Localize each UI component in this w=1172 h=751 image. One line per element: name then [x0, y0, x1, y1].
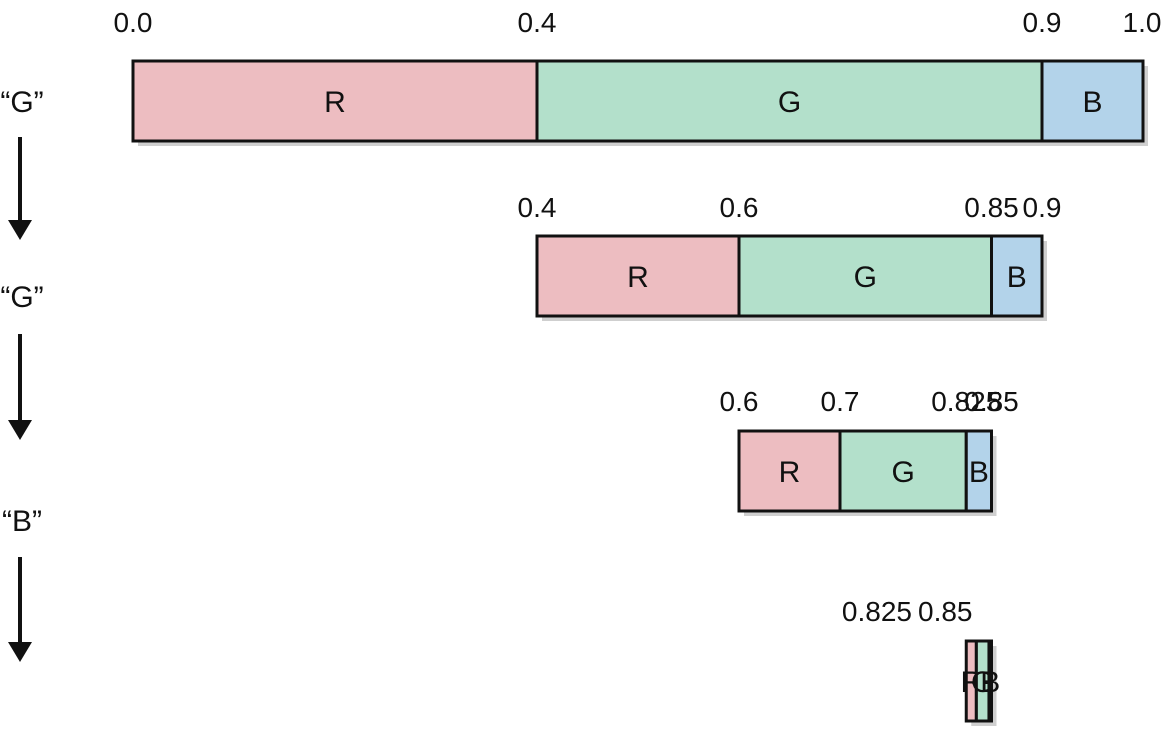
segment-g — [535, 59, 1044, 143]
tick-label: 0.825 — [842, 596, 912, 627]
segment-label: G — [854, 261, 877, 294]
segment-label: G — [778, 86, 801, 119]
segment-label: B — [1082, 86, 1102, 119]
tick-label: 0.6 — [720, 386, 759, 417]
tick-label: 0.85 — [964, 192, 1019, 223]
segment-label: R — [779, 456, 801, 489]
tick-label: 0.0 — [114, 7, 153, 38]
tick-label: 1.0 — [1123, 7, 1162, 38]
segment-r — [737, 429, 842, 513]
tick-label: 0.6 — [720, 192, 759, 223]
symbol-label: “G” — [0, 281, 43, 314]
segment-label: B — [969, 456, 989, 489]
tick-label: 0.9 — [1023, 192, 1062, 223]
tick-label: 0.4 — [518, 192, 557, 223]
segment-b — [990, 234, 1044, 318]
segment-r — [535, 234, 741, 318]
segment-b — [964, 429, 993, 513]
tick-label: 0.85 — [964, 386, 1019, 417]
tick-label: 0.85 — [918, 596, 973, 627]
segment-g — [737, 234, 993, 318]
symbol-label: “G” — [0, 86, 43, 119]
segment-label: R — [324, 86, 346, 119]
tick-label: 0.7 — [821, 386, 860, 417]
tick-label: 0.4 — [518, 7, 557, 38]
down-arrow-icon — [8, 220, 32, 240]
segment-b — [987, 639, 993, 723]
segment-r — [131, 59, 539, 143]
segment-label: B — [980, 666, 1000, 699]
tick-label: 0.9 — [1023, 7, 1062, 38]
tick-label: 0.825 — [931, 386, 1001, 417]
segment-label: B — [1007, 261, 1027, 294]
segment-label: G — [891, 456, 914, 489]
segment-b — [1040, 59, 1145, 143]
symbol-label: “B” — [2, 505, 42, 538]
down-arrow-icon — [8, 642, 32, 662]
down-arrow-icon — [8, 420, 32, 440]
segment-label: R — [627, 261, 649, 294]
